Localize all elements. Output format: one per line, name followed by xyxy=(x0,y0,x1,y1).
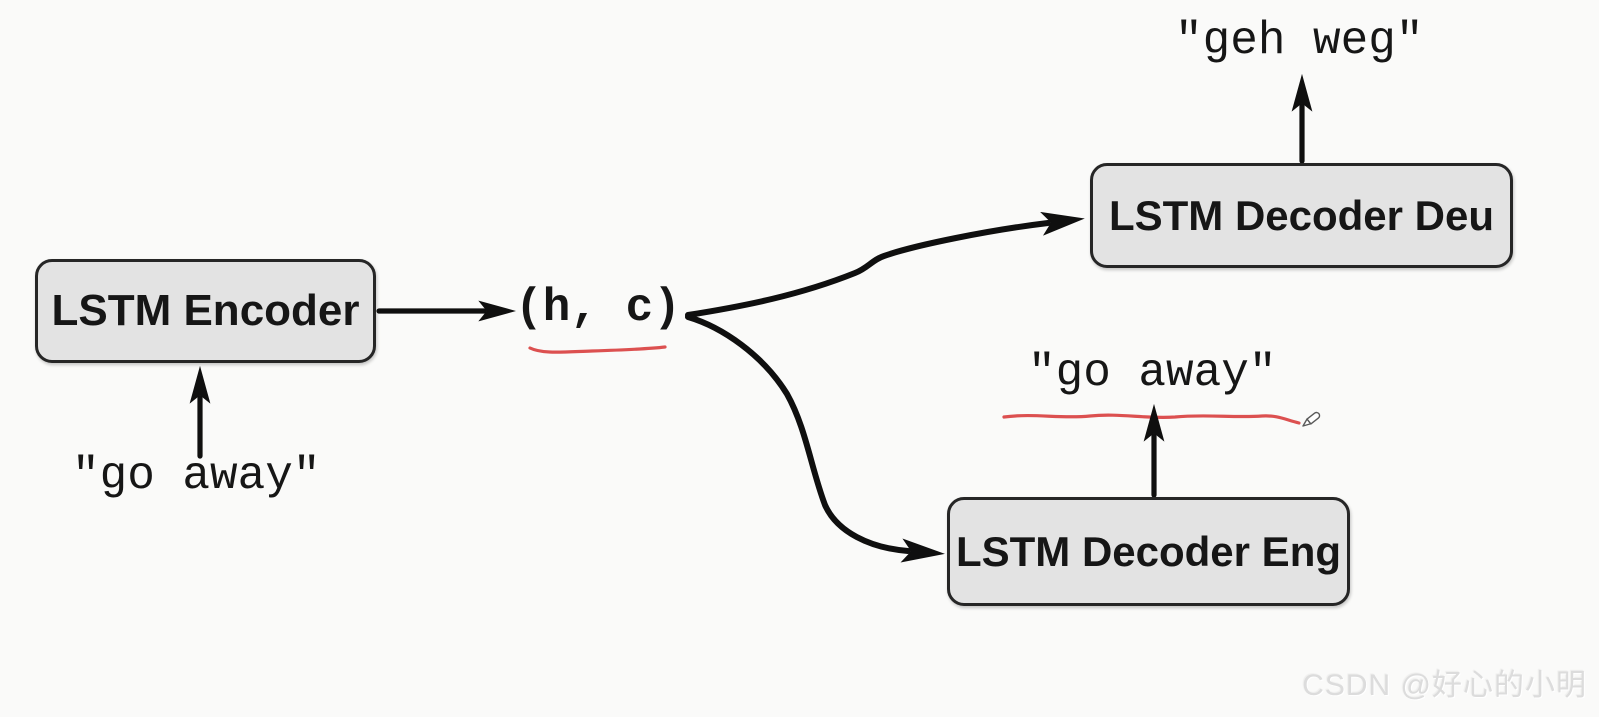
hidden-state-text: (h, c) xyxy=(515,282,681,334)
decoder-eng-node: LSTM Decoder Eng xyxy=(947,497,1350,606)
decoder-eng-output-text: "go away" xyxy=(1028,347,1277,399)
encoder-node: LSTM Encoder xyxy=(35,259,376,363)
encoder-input-text: "go away" xyxy=(72,450,321,502)
decoder-deu-node-label: LSTM Decoder Deu xyxy=(1108,191,1495,239)
arrow-state-to-decoder-deu xyxy=(685,211,1085,318)
decoder-deu-node: LSTM Decoder Deu xyxy=(1090,163,1513,268)
decoder-eng-node-label: LSTM Decoder Eng xyxy=(955,527,1342,575)
encoder-node-label: LSTM Encoder xyxy=(51,286,360,335)
hidden-state-underline-annotation xyxy=(528,345,667,354)
decoder-deu-output-text: "geh weg" xyxy=(1175,15,1424,67)
csdn-watermark: CSDN @好心的小明 xyxy=(1302,669,1587,702)
pencil-cursor-icon xyxy=(1302,411,1321,427)
decoder-eng-output-underline-annotation xyxy=(1002,413,1301,425)
arrow-state-to-decoder-eng xyxy=(685,314,945,563)
